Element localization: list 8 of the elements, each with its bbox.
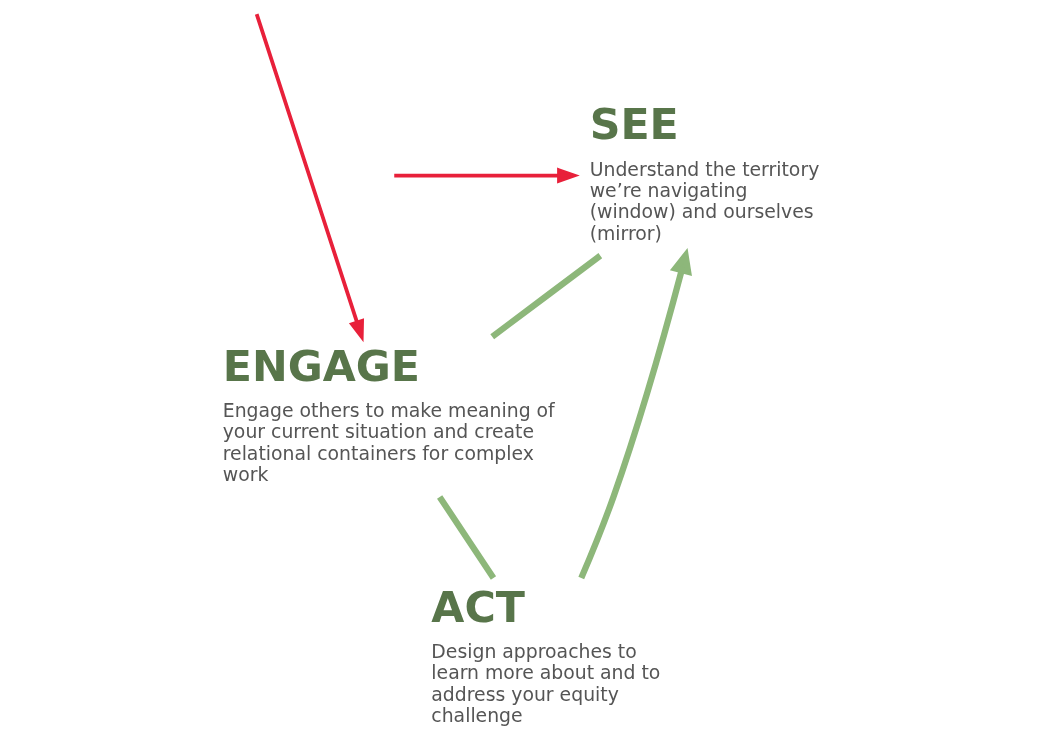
arrow	[577, 247, 692, 580]
node-text: ACT Design approaches to learn more about and to address your equity challenge	[430, 581, 660, 727]
arrow	[393, 167, 580, 184]
connector	[489, 253, 602, 340]
arrow	[254, 13, 364, 343]
node-text: ENGAGE Engage others to make meaning of your current situation and create relational containers for complex work	[222, 340, 555, 485]
connector	[436, 495, 496, 580]
node-text: SEE Understand the territory we’re navigating (window) and ourselves (mirror)	[589, 99, 819, 244]
